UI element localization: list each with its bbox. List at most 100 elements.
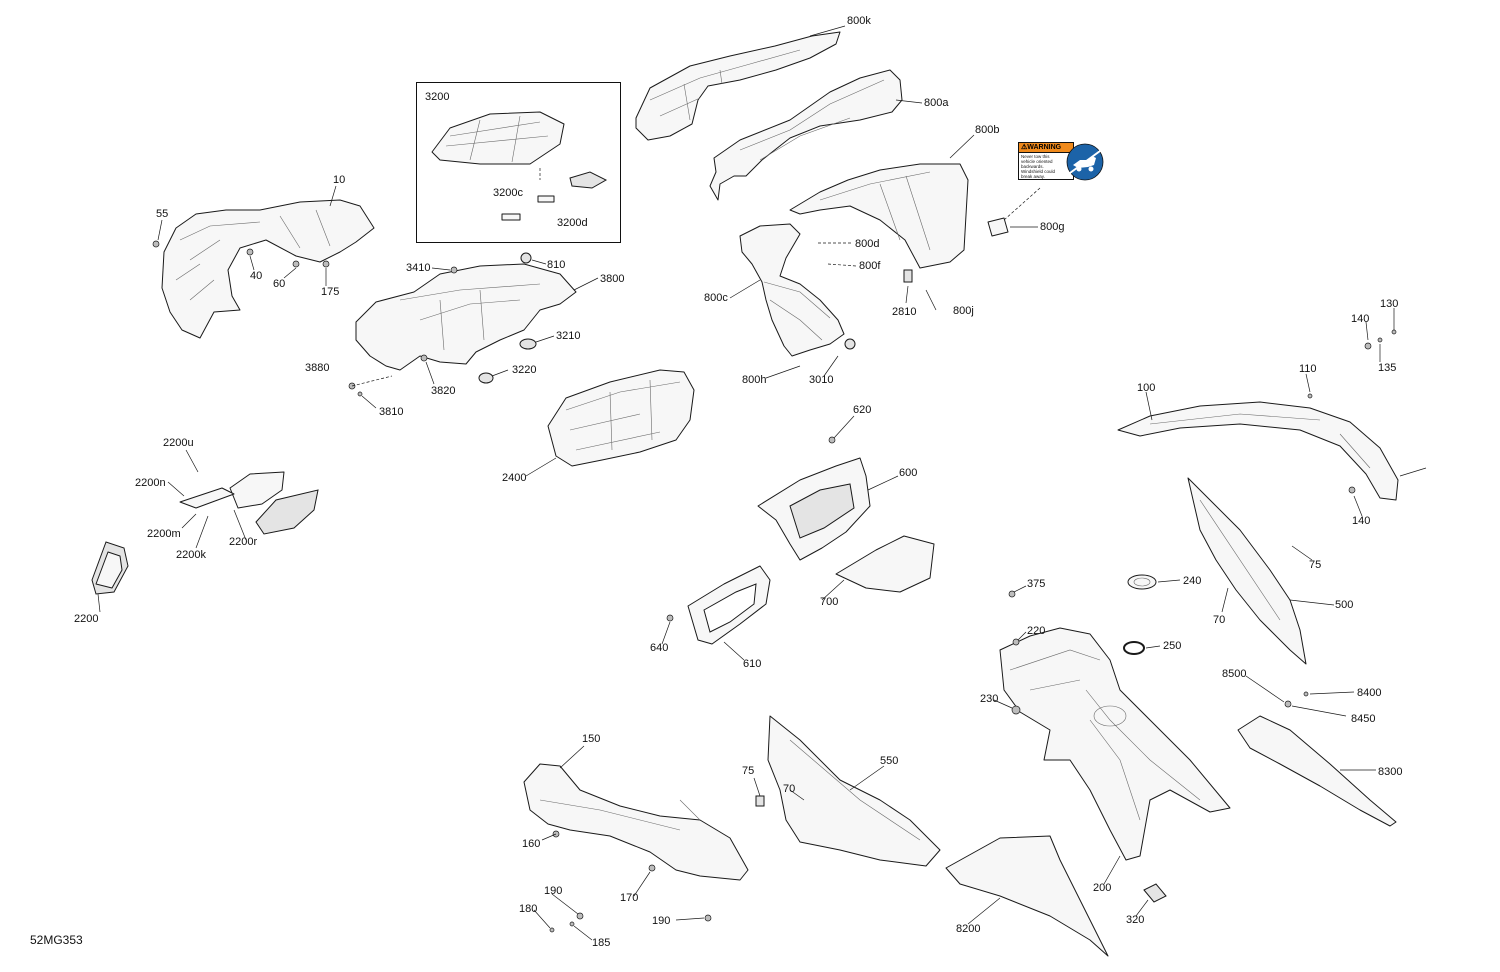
callout-100: 100 (1137, 382, 1156, 394)
fastener-75-front (755, 795, 765, 807)
callout-70-front: 70 (783, 783, 796, 795)
callout-3820: 3820 (431, 385, 456, 397)
callout-3220: 3220 (512, 364, 537, 376)
callout-700: 700 (820, 596, 839, 608)
callout-75-front: 75 (742, 765, 755, 777)
callout-110: 110 (1299, 363, 1317, 375)
fastener-3820 (420, 354, 428, 362)
part-10 (161, 199, 375, 339)
callout-800b: 800b (975, 124, 1000, 136)
part-800k (635, 31, 841, 141)
callout-800g: 800g (1040, 221, 1065, 233)
callout-800f: 800f (859, 260, 881, 272)
warning-line: Windshield could (1021, 169, 1056, 174)
callout-240: 240 (1183, 575, 1202, 587)
callout-800c: 800c (704, 292, 728, 304)
callout-600: 600 (899, 467, 918, 479)
part-150 (523, 763, 749, 881)
part-100 (1117, 401, 1399, 501)
callout-10: 10 (333, 174, 346, 186)
callout-180: 180 (519, 903, 538, 915)
fastener-190-b (704, 914, 712, 922)
callout-800h: 800h (742, 374, 767, 386)
callout-200: 200 (1093, 882, 1112, 894)
callout-160: 160 (522, 838, 541, 850)
fastener-375 (1008, 590, 1016, 598)
callout-500: 500 (1335, 599, 1354, 611)
callout-250: 250 (1163, 640, 1182, 652)
fastener-140-bottom (1348, 486, 1356, 494)
warning-body: Never tow this vehicle oriented backward… (1019, 153, 1073, 180)
callout-3210: 3210 (556, 330, 581, 342)
warning-line: vehicle oriented (1021, 159, 1053, 164)
callout-2810: 2810 (892, 306, 917, 318)
part-800a (709, 69, 903, 201)
part-800g (987, 217, 1009, 237)
callout-3800: 3800 (600, 273, 625, 285)
fastener-40 (246, 248, 254, 256)
callout-810: 810 (547, 259, 566, 271)
callout-2400: 2400 (502, 472, 527, 484)
part-3200-cover (431, 111, 608, 221)
part-240 (1127, 574, 1157, 590)
diagram-code: 52MG353 (30, 933, 83, 947)
part-2200r-mirror (229, 471, 319, 535)
callout-3880: 3880 (305, 362, 330, 374)
callout-320: 320 (1126, 914, 1145, 926)
fastener-110 (1307, 393, 1313, 399)
callout-140-top: 140 (1351, 313, 1370, 325)
callout-3200c: 3200c (493, 187, 523, 199)
warning-line: Never tow this (1021, 154, 1050, 159)
part-610 (687, 565, 771, 645)
fastener-220 (1012, 638, 1020, 646)
callout-2200n: 2200n (135, 477, 166, 489)
part-550 (767, 715, 941, 867)
callout-8200: 8200 (956, 923, 981, 935)
callout-140-bottom: 140 (1352, 515, 1371, 527)
callout-135: 135 (1378, 362, 1397, 374)
washer-135 (1377, 337, 1383, 343)
part-700 (835, 535, 935, 593)
fastener-3410 (450, 266, 458, 274)
warning-line: break away. (1021, 174, 1045, 179)
callout-175: 175 (321, 286, 340, 298)
callout-375: 375 (1027, 578, 1046, 590)
callout-610: 610 (743, 658, 762, 670)
callout-40: 40 (250, 270, 263, 282)
callout-60: 60 (273, 278, 286, 290)
fastener-640 (666, 614, 674, 622)
callout-150: 150 (582, 733, 601, 745)
part-200 (999, 627, 1231, 861)
callout-2200m: 2200m (147, 528, 181, 540)
fastener-55 (152, 240, 160, 248)
fastener-175 (322, 260, 330, 268)
callout-800d: 800d (855, 238, 880, 250)
part-2200-mirror (91, 541, 129, 595)
warning-triangle-icon: ⚠ (1021, 144, 1028, 151)
inset-title: 3200 (425, 91, 450, 103)
callout-70-rear: 70 (1213, 614, 1226, 626)
callout-800a: 800a (924, 97, 949, 109)
callout-8300: 8300 (1378, 766, 1403, 778)
part-8200 (945, 835, 1109, 957)
fastener-230 (1011, 705, 1021, 715)
callout-3810: 3810 (379, 406, 404, 418)
callout-3010: 3010 (809, 374, 834, 386)
part-3210 (519, 338, 537, 350)
callout-620: 620 (853, 404, 872, 416)
part-800c (739, 223, 845, 357)
fastener-130 (1391, 329, 1397, 335)
callout-8400: 8400 (1357, 687, 1382, 699)
callout-2200r: 2200r (229, 536, 258, 548)
callout-130: 130 (1380, 298, 1399, 310)
callout-2200: 2200 (74, 613, 99, 625)
callout-8500: 8500 (1222, 668, 1247, 680)
part-3010 (844, 338, 856, 350)
part-3800 (355, 263, 577, 371)
leader-lines (97, 25, 1427, 941)
warning-decal: ⚠WARNING Never tow this vehicle oriented… (1018, 142, 1074, 180)
fastener-170 (648, 864, 656, 872)
callout-8450: 8450 (1351, 713, 1376, 725)
part-2810 (903, 269, 913, 283)
